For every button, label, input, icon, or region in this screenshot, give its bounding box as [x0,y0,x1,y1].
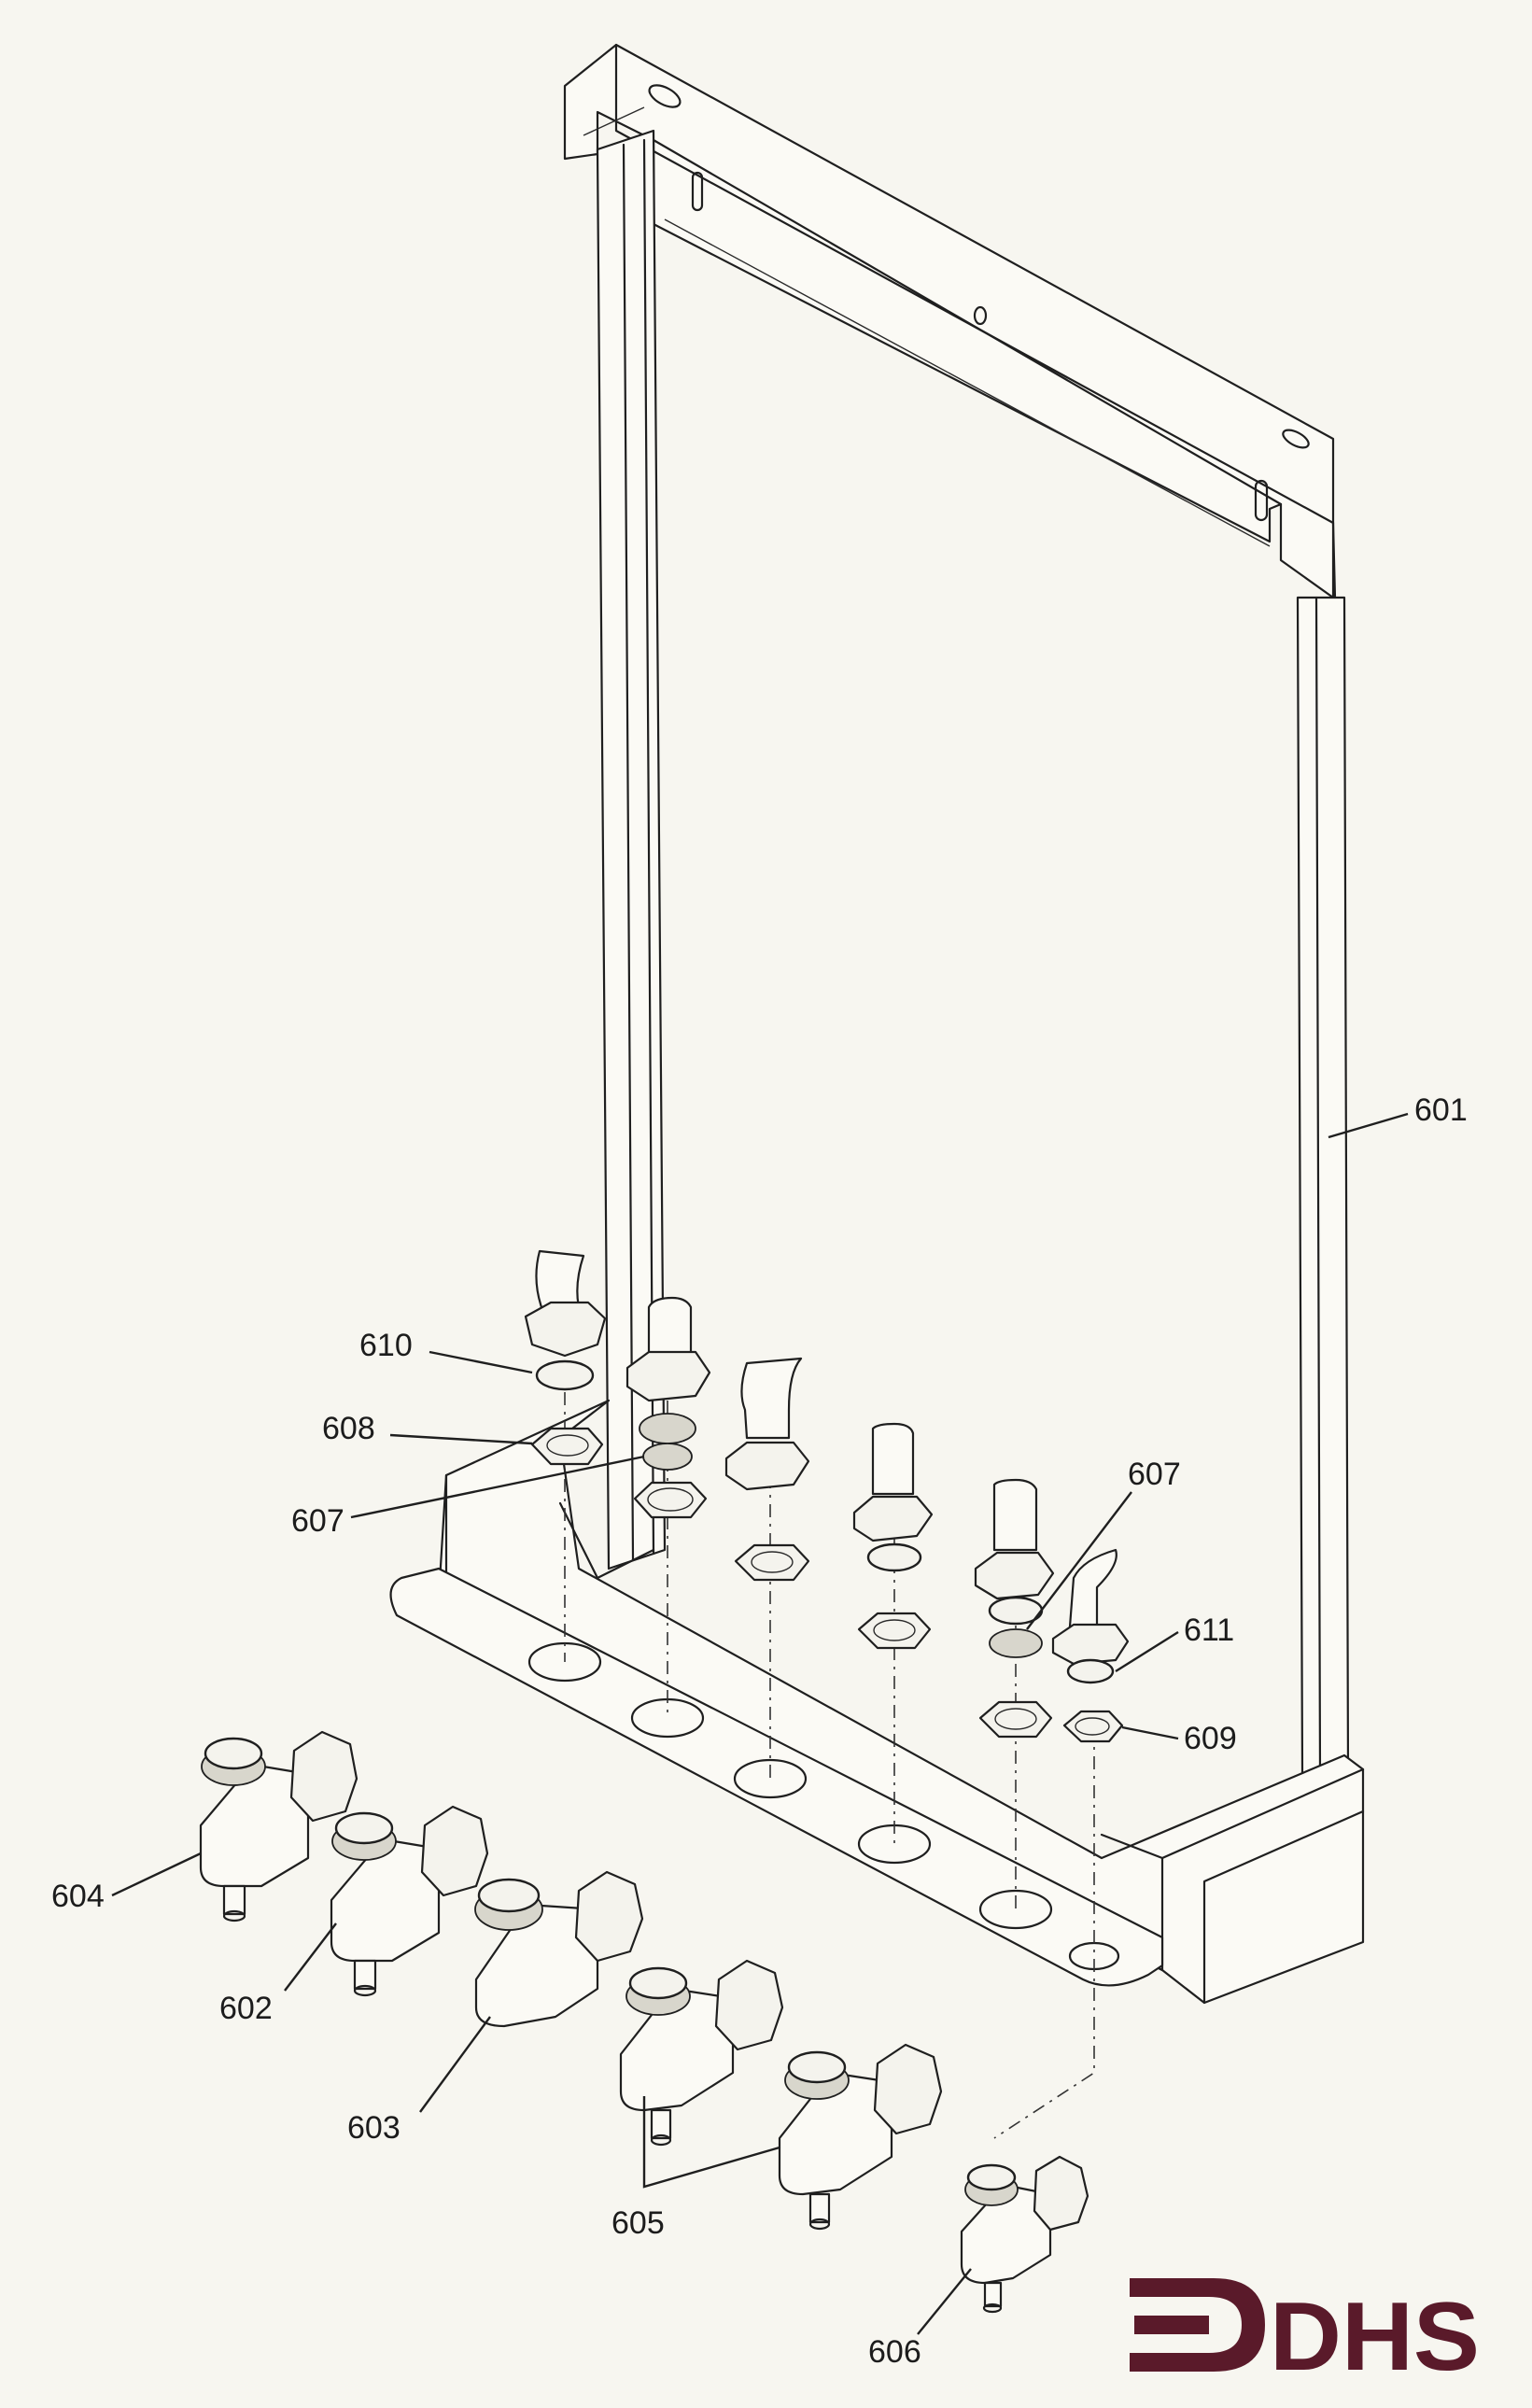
part-labels: 601 610 608 607 607 611 609 604 602 603 … [51,1092,1468,2370]
label-603: 603 [347,2110,401,2146]
label-608: 608 [322,1411,375,1446]
dhs-logo-mark [1130,2278,1265,2372]
label-609: 609 [1184,1721,1237,1756]
valve-606 [960,2155,1089,2314]
label-602: 602 [219,1991,273,2026]
valve-605b [778,2043,943,2231]
label-611: 611 [1184,1612,1234,1648]
dhs-logo-text: DHS [1270,2283,1480,2391]
label-601: 601 [1414,1092,1468,1128]
pipe-connections [524,1249,1130,1743]
dhs-logo: DHS [1130,2278,1480,2391]
valves [199,1730,1089,2314]
tray-holes [527,1641,1120,1971]
label-607-right: 607 [1128,1457,1181,1492]
valve-605a [619,1959,784,2147]
label-604: 604 [51,1879,105,1914]
label-610: 610 [359,1328,413,1363]
leader-lines [111,1112,1409,2335]
label-607-left: 607 [291,1503,344,1539]
valve-603 [474,1870,644,2028]
label-606: 606 [868,2334,921,2370]
valve-602 [330,1805,489,1997]
label-605: 605 [611,2205,665,2241]
valve-604 [199,1730,358,1922]
mounting-frame [389,43,1365,2005]
